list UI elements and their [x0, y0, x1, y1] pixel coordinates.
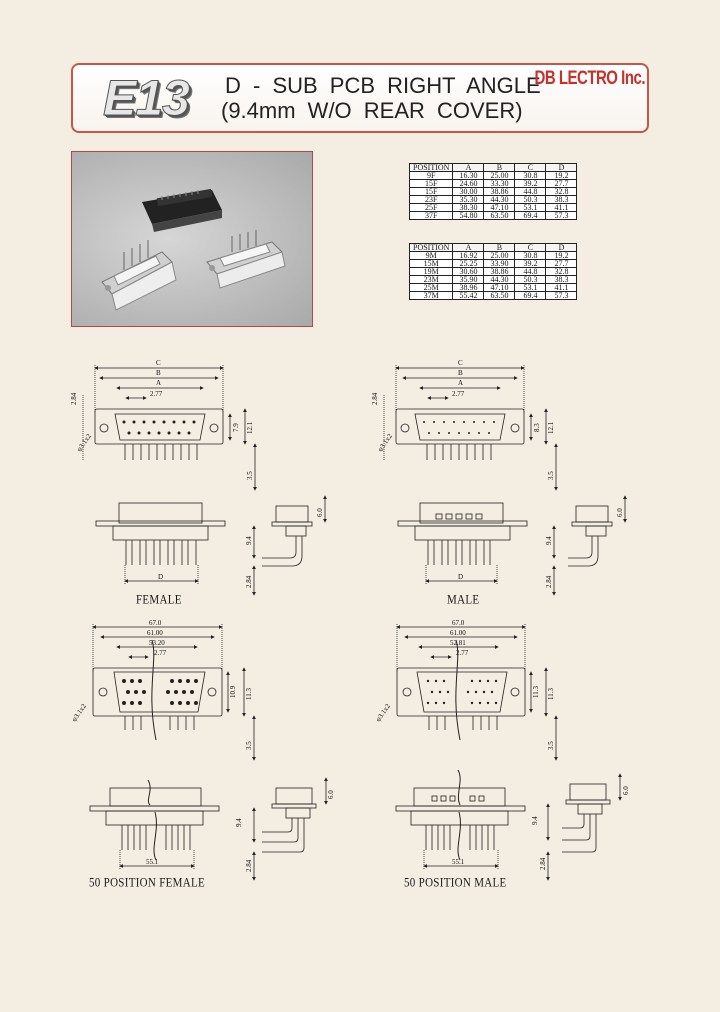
- male50-front-labels: 67.0 61.00 52.81 2.77 11.3 11.3 3.5 φ3.1…: [374, 619, 555, 750]
- dim-h4: 3.5: [547, 471, 555, 480]
- dim-a: A: [156, 379, 161, 387]
- silver-connector-left: [101, 240, 177, 311]
- dim-b: B: [156, 369, 161, 377]
- dim-side2: 9.4: [235, 818, 243, 827]
- table-cell: 37M: [408, 291, 454, 300]
- dim-side1: 6.0: [616, 508, 624, 517]
- dim-w1: 67.0: [149, 619, 162, 627]
- title-banner: E13 D - SUB PCB RIGHT ANGLE (9.4mm W/O R…: [71, 63, 649, 133]
- dim-h4: 3.5: [246, 471, 254, 480]
- dim-d: 55.1: [452, 858, 465, 866]
- series-code: E13: [103, 70, 191, 127]
- table-header-row: POSITION A B C D: [408, 163, 578, 172]
- male-side-view: [552, 495, 627, 596]
- dim-side3: 2.84: [245, 859, 253, 872]
- dim-hole: φ3.1x2: [75, 432, 93, 453]
- male-top-view: [397, 502, 528, 584]
- dim-w3: 52.81: [450, 639, 466, 647]
- female50-front-view: [92, 624, 256, 761]
- male50-side-view: [546, 773, 622, 881]
- dim-hole: φ3.1x2: [70, 702, 88, 723]
- dim-w2: 61.00: [450, 629, 466, 637]
- male50-label: 50 POSITION MALE: [404, 876, 507, 890]
- dim-h1: 2.84: [371, 392, 379, 405]
- dim-pitch: 2.77: [150, 390, 163, 398]
- dim-c: C: [458, 359, 463, 367]
- product-title-line2: (9.4mm W/O REAR COVER): [221, 98, 523, 123]
- silver-connector-right: [206, 230, 286, 289]
- dim-h2: 11.3: [547, 688, 555, 700]
- black-connector: [142, 188, 222, 232]
- dim-pitch: 2.77: [452, 390, 465, 398]
- dim-d: D: [158, 573, 163, 581]
- dim-w3: 53.20: [149, 639, 165, 647]
- table-cell: 37F: [408, 211, 454, 220]
- dim-h2: 8.3: [533, 423, 541, 432]
- dim-a: A: [458, 379, 463, 387]
- dim-c: C: [156, 359, 161, 367]
- dim-h3: 12.1: [547, 421, 555, 434]
- connector-photo-illustration: [101, 188, 286, 311]
- dim-h3: 3.5: [547, 741, 555, 750]
- dim-h1: 11.3: [532, 686, 540, 698]
- dim-side2: 9.4: [245, 536, 253, 545]
- dim-side1: 6.0: [327, 790, 335, 799]
- male-front-view-labels: C B A 2.77 2.84 8.3 12.1 3.5 φ3.1x2: [371, 359, 555, 480]
- product-photo: [71, 151, 313, 327]
- female50-side-view: [252, 777, 328, 881]
- dim-side1: 6.0: [622, 786, 630, 795]
- female-label: FEMALE: [136, 593, 182, 607]
- female-side-view: [252, 495, 327, 596]
- product-title-line1: D - SUB PCB RIGHT ANGLE: [225, 73, 541, 98]
- dim-side3: 2.84: [539, 857, 547, 870]
- male-label: MALE: [447, 593, 480, 607]
- dim-pitch: 2.77: [456, 649, 469, 657]
- dim-h2: 7.9: [232, 423, 240, 432]
- dim-d: 55.1: [146, 858, 159, 866]
- dim-hole: φ3.1x2: [376, 432, 394, 453]
- dim-h3: 3.5: [245, 741, 253, 750]
- dim-hole: φ3.1x2: [374, 702, 392, 723]
- dim-side3: 2.84: [545, 575, 553, 588]
- male50-top-view: [395, 769, 526, 869]
- female50-front-labels: 67.0 61.00 53.20 2.77 10.9 11.3 3.5 φ3.1…: [70, 619, 253, 750]
- dim-h1: 10.9: [229, 685, 237, 698]
- dim-pitch: 2.77: [154, 649, 167, 657]
- male50-front-view: [396, 624, 558, 761]
- male-front-view: [383, 365, 558, 491]
- dim-w1: 67.0: [452, 619, 465, 627]
- dim-side2: 9.4: [531, 816, 539, 825]
- dim-d: D: [458, 573, 463, 581]
- brand-logo: DB LECTRO Inc.: [534, 67, 645, 90]
- dim-h2: 11.3: [245, 688, 253, 700]
- dim-h1: 2.84: [70, 392, 78, 405]
- female50-label: 50 POSITION FEMALE: [89, 876, 206, 890]
- female-front-view-labels: C B A 2.77 2.84 7.9 12.1 3.5 φ3.1x2: [70, 359, 254, 480]
- female50-top-view: [89, 779, 220, 869]
- table-cell: 57.3: [545, 291, 578, 300]
- female-top-view: [95, 502, 226, 584]
- dim-side1: 6.0: [316, 508, 324, 517]
- dim-side3: 2.84: [245, 575, 253, 588]
- table-cell: 57.3: [545, 211, 578, 220]
- dim-w2: 61.00: [147, 629, 163, 637]
- dim-h3: 12.1: [246, 421, 254, 434]
- dim-side2: 9.4: [545, 536, 553, 545]
- female-front-view: [82, 365, 257, 491]
- dim-b: B: [458, 369, 463, 377]
